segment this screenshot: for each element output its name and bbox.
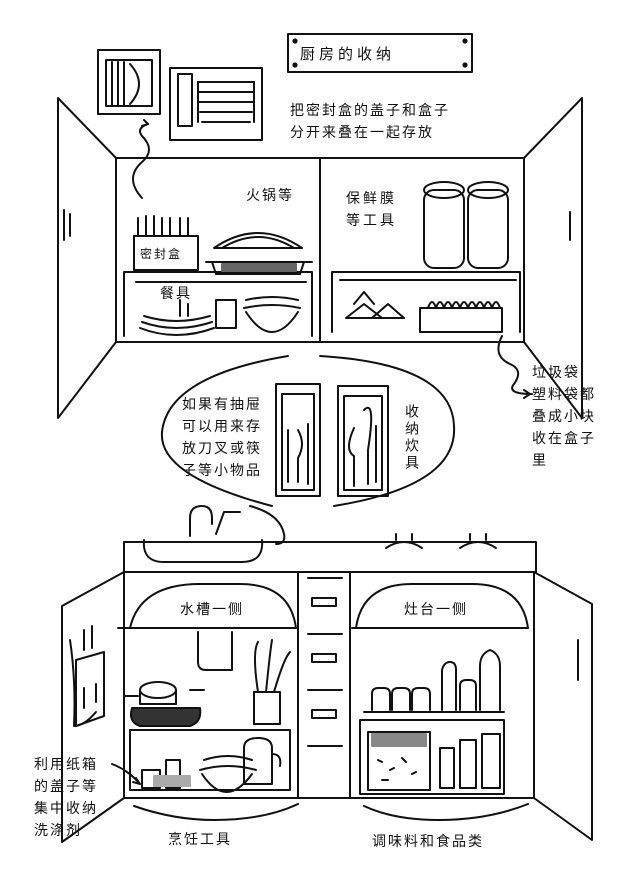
note-drawer: 如果有抽屉 可以用来存 放刀叉或筷 子等小物品 xyxy=(182,397,262,479)
bottom-brace-left xyxy=(133,803,299,821)
counter xyxy=(123,505,537,573)
upper-cabinet xyxy=(57,97,583,419)
label-cooking-tools: 烹饪工具 xyxy=(168,832,232,848)
sealed-boxes-illustration xyxy=(169,67,263,141)
right-upper-shelf xyxy=(331,181,521,333)
sealed-lids-illustration xyxy=(97,49,161,115)
title-box xyxy=(287,33,473,73)
left-upper-shelf xyxy=(123,215,313,337)
label-hotpot: 火锅等 xyxy=(246,188,294,204)
arrow-curl-top xyxy=(132,119,150,199)
stove-side-items xyxy=(359,649,505,795)
label-wrap-tools: 保鲜膜 等工具 xyxy=(346,191,397,229)
label-sealed-box: 密封盒 xyxy=(140,247,183,261)
note-trash-bags: 垃圾袋· 塑料袋都 叠成小块 收在盒子 里 xyxy=(532,365,596,469)
label-seasonings: 调味料和食品类 xyxy=(372,834,484,850)
label-utensils: 收纳炊具 xyxy=(403,404,419,472)
label-tableware: 餐具 xyxy=(160,286,192,302)
label-stove-side: 灶台一侧 xyxy=(404,602,468,618)
note-paper-box: 利用纸箱 的盖子等 集中收纳 洗涤剂 xyxy=(34,757,98,839)
lower-cabinet xyxy=(61,571,593,843)
arrow-paper-box xyxy=(111,763,141,785)
drawer-area xyxy=(160,355,456,507)
sink-side-items xyxy=(123,631,291,793)
page-title: 厨房的收纳 xyxy=(300,45,396,63)
label-sink-side: 水槽一侧 xyxy=(180,602,244,618)
bottom-brace-right xyxy=(363,803,529,821)
note-sealed-boxes: 把密封盒的盖子和盒子 分开来叠在一起存放 xyxy=(290,103,450,141)
arrow-trash xyxy=(497,335,533,399)
